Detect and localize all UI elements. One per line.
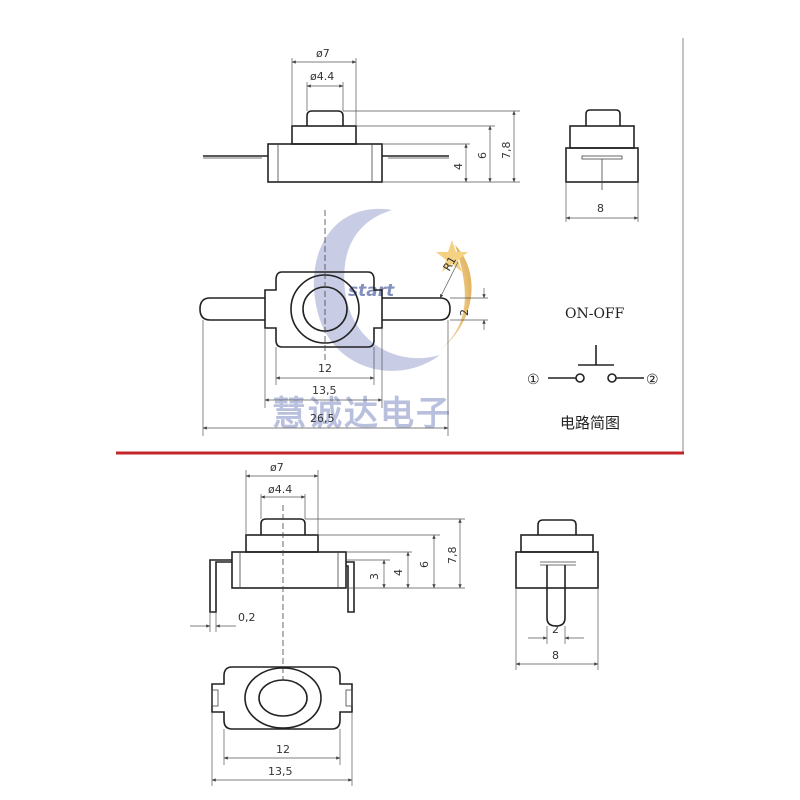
- bottom-front-collar: [245, 534, 319, 553]
- dim-bottom-plan-inner-width: 12: [276, 743, 290, 756]
- bottom-plan-view: 12 13,5: [211, 666, 353, 786]
- watermark-star-icon: [436, 240, 468, 272]
- dim-top-plan-radius: R1: [441, 254, 460, 273]
- circuit-diagram: ON-OFF ① ② 电路简图: [527, 306, 659, 432]
- top-front-button: [306, 110, 344, 126]
- bottom-side-body: [515, 551, 599, 589]
- dim-top-plan-outer-width: 13,5: [312, 384, 337, 397]
- bottom-front-body: [231, 551, 347, 589]
- top-plan-body: [264, 271, 383, 348]
- circuit-terminal-2: ②: [646, 372, 659, 388]
- top-plan-view: R1 2 12 13,5 26,5: [199, 210, 488, 436]
- dim-top-front-h-mid: 6: [476, 152, 489, 159]
- bottom-front-view: ø7 ø4.4 3 4 6 7,8 0,2: [190, 461, 465, 680]
- top-side-view: 8: [565, 109, 639, 222]
- circuit-caption: 电路简图: [560, 414, 620, 432]
- watermark-moon: [440, 245, 472, 350]
- top-plan-right-pin: [382, 297, 451, 321]
- watermark-brand: start: [348, 281, 395, 301]
- dim-top-front-h-total: 7,8: [500, 142, 513, 160]
- circuit-terminal-1: ①: [527, 372, 540, 388]
- dim-bottom-front-dia-outer: ø7: [270, 461, 284, 474]
- dim-bottom-front-pin-thickness: 0,2: [238, 611, 256, 624]
- bottom-front-left-pin: [209, 559, 232, 613]
- top-front-body: [267, 143, 383, 183]
- bottom-side-pin: [546, 565, 566, 627]
- dim-top-plan-total-length: 26,5: [310, 412, 335, 425]
- dim-bottom-front-h4: 4: [392, 569, 405, 576]
- bottom-front-right-pin: [346, 561, 355, 613]
- bottom-plan-body: [211, 666, 353, 730]
- top-front-collar: [291, 125, 357, 145]
- circuit-title: ON-OFF: [565, 306, 625, 322]
- dim-top-front-dia-outer: ø7: [316, 47, 330, 60]
- bottom-plan-inner-ring: [258, 679, 308, 717]
- top-front-view: ø7 ø4.4 4 6 7,8: [203, 47, 520, 183]
- bottom-plan-outer-ring: [244, 667, 322, 729]
- dim-bottom-front-h3: 3: [368, 573, 381, 580]
- dim-bottom-front-h-total: 7,8: [446, 547, 459, 565]
- dim-top-plan-inner-width: 12: [318, 362, 332, 375]
- dim-top-side-width: 8: [597, 202, 604, 215]
- dim-bottom-front-dia-inner: ø4.4: [268, 483, 292, 496]
- dim-top-front-h-body: 4: [452, 163, 465, 170]
- dim-bottom-side-width: 8: [552, 649, 559, 662]
- watermark-crescent: [313, 208, 440, 371]
- dim-bottom-side-pin-width: 2: [552, 623, 559, 636]
- dim-bottom-front-h6: 6: [418, 561, 431, 568]
- dim-top-front-dia-inner: ø4.4: [310, 70, 334, 83]
- top-plan-left-pin: [199, 297, 265, 321]
- dim-bottom-plan-outer-width: 13,5: [268, 765, 293, 778]
- dim-top-plan-pin-width: 2: [458, 309, 471, 316]
- bottom-side-view: 2 8: [515, 519, 599, 670]
